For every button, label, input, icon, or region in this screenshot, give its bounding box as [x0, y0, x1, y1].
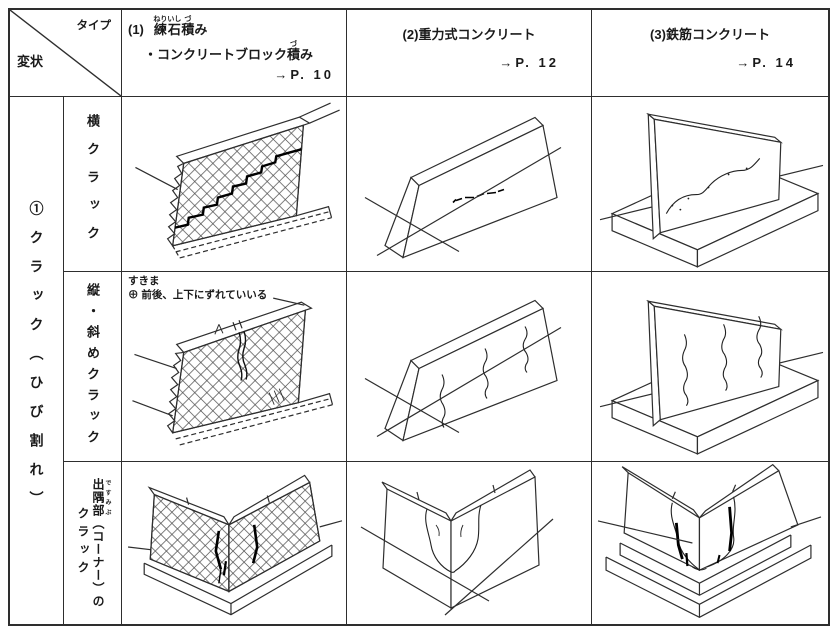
gap-annotation: すきま ⊕ 前後、上下にずれていいる	[128, 275, 268, 301]
figure-gravity-corner-crack	[347, 462, 592, 624]
figure-masonry-corner-cracks	[122, 462, 347, 624]
type-3-page-ref: →P. 14	[736, 55, 796, 70]
figure-masonry-horizontal-crack	[122, 97, 347, 272]
figure-gravity-horizontal-crack	[347, 97, 592, 272]
header-type-3-cell: (3)鉄筋コンクリート →P. 14	[592, 10, 828, 97]
type-2-page-ref: →P. 12	[499, 55, 559, 70]
type-1-title: (1)練石ねりいし積づみ	[128, 16, 208, 37]
corner-label-type: タイプ	[76, 20, 112, 32]
type-1-page-ref: →P. 10	[274, 67, 334, 82]
row-label-horizontal-crack: 横クラック	[64, 97, 122, 272]
figure-rc-vertical-cracks	[592, 272, 828, 462]
category-label: ①クラック（ひび割れ）	[28, 201, 45, 520]
type-1-subtitle: ・コンクリートブロック積づみ	[144, 41, 314, 62]
damage-type-table: タイプ 変状 (1)練石ねりいし積づみ ・コンクリートブロック積づみ →P. 1…	[8, 8, 830, 626]
type-3-title: (3)鉄筋コンクリート	[650, 27, 770, 42]
header-type-1-cell: (1)練石ねりいし積づみ ・コンクリートブロック積づみ →P. 10	[122, 10, 347, 97]
category-crack-cell: ①クラック（ひび割れ）	[10, 97, 64, 624]
type-2-title: (2)重力式コンクリート	[402, 27, 536, 42]
corner-header-cell: タイプ 変状	[10, 10, 122, 97]
row-label-vertical-diagonal-crack: 縦・斜めクラック	[64, 272, 122, 462]
header-type-2-cell: (2)重力式コンクリート →P. 12	[347, 10, 592, 97]
figure-masonry-vertical-crack: すきま ⊕ 前後、上下にずれていいる	[122, 272, 347, 462]
figure-gravity-vertical-cracks	[347, 272, 592, 462]
row-label-corner-crack: 出隅部ですみぶ（コーナー）の クラック	[64, 462, 122, 624]
diagonal-divider	[10, 10, 121, 96]
figure-rc-corner-cracks	[592, 462, 828, 624]
corner-label-deformation: 変状	[17, 54, 44, 69]
figure-rc-horizontal-crack	[592, 97, 828, 272]
